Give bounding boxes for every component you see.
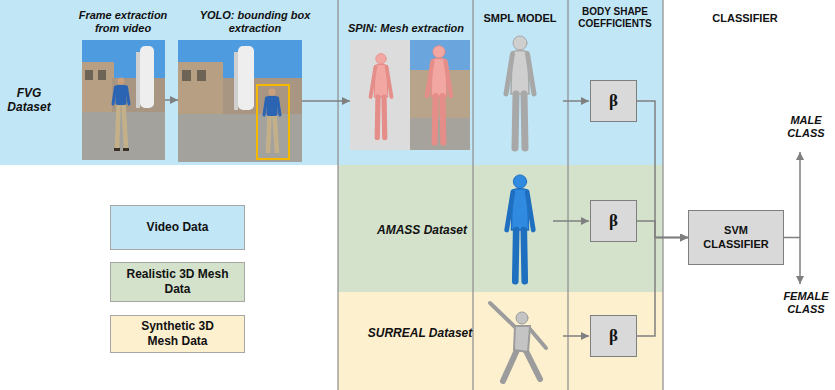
legend-text: Synthetic 3D Mesh Data [125, 319, 230, 349]
legend-text: Realistic 3D Mesh Data [125, 267, 230, 297]
dataset-band: SURREAL Dataset β [338, 292, 663, 390]
band-fill [0, 0, 663, 165]
panel-heading: SPIN: Mesh extraction [343, 22, 469, 35]
photo-building [178, 62, 223, 114]
class-label: FEMALE CLASS [781, 290, 831, 316]
band-fill [338, 165, 663, 292]
output-arrow [799, 152, 801, 284]
flow-connector [637, 221, 688, 238]
band-title: FVG Dataset [4, 86, 54, 115]
photo-window [85, 70, 93, 80]
column-separator [662, 0, 663, 390]
legend-swatch: Realistic 3D Mesh Data [110, 262, 245, 302]
mesh-background [410, 40, 470, 150]
mesh-panel [350, 40, 470, 150]
photo-tank [234, 52, 238, 110]
figure-arm [529, 328, 546, 348]
coefficient-box: β [590, 200, 637, 242]
figure-arm [490, 303, 516, 328]
column-separators [338, 0, 663, 390]
smpl-posed-figure [490, 303, 546, 381]
photo-window [182, 70, 191, 81]
smpl-figure [507, 175, 534, 281]
column-header: CLASSIFIER [685, 12, 805, 25]
photo-ground [178, 40, 302, 162]
figure-torso [514, 326, 530, 352]
photo-building [82, 62, 114, 112]
photo-window [98, 70, 106, 80]
person-leg [124, 105, 127, 148]
person-shirt [116, 85, 127, 105]
smpl-figure [506, 36, 534, 148]
mesh-arrow [563, 100, 589, 102]
class-label: MALE CLASS [781, 114, 831, 140]
figure-leg [503, 350, 517, 381]
panel-heading: YOLO: bounding box extraction [177, 9, 333, 35]
photo-tank [238, 46, 254, 110]
label-holder: BODY SHAPE COEFFICIENTS [569, 6, 662, 30]
front-mesh [427, 46, 451, 143]
person-leg [117, 105, 119, 148]
person-arm [113, 87, 116, 104]
person-head [269, 89, 276, 96]
coefficient-box: β [590, 315, 637, 357]
legend-swatch: Synthetic 3D Mesh Data [110, 315, 245, 353]
figure-leg [526, 351, 540, 379]
column-separator [337, 0, 338, 390]
label-holder: SMPL MODEL [475, 12, 565, 25]
image-panel: SPIN: Mesh extraction [350, 40, 470, 150]
person-arm [278, 98, 281, 115]
label-holder: CLASSIFIER [685, 12, 805, 25]
legend-swatch: Video Data [110, 205, 245, 250]
bounding-box [257, 85, 289, 159]
beta-symbol: β [609, 92, 618, 111]
photo-tank [140, 46, 154, 108]
coefficient-box: β [590, 80, 637, 122]
classifier-label: SVM CLASSIFIER [696, 224, 776, 252]
person-shoe [123, 148, 129, 151]
band-title: SURREAL Dataset [365, 326, 475, 340]
flow-connector [637, 101, 688, 238]
column-header: BODY SHAPE COEFFICIENTS [569, 6, 662, 30]
detection-photo [178, 40, 302, 162]
person-arm [264, 98, 267, 115]
flow-connector [302, 100, 350, 102]
person-arm [127, 87, 130, 104]
figure-head [516, 312, 528, 324]
person-leg [275, 116, 278, 153]
person-leg [268, 116, 270, 153]
band-title: AMASS Dataset [372, 223, 472, 237]
mesh-arrow [553, 220, 589, 222]
photo-ground [82, 40, 165, 160]
image-panel: Frame extraction from video [82, 40, 165, 160]
label-holder: FEMALE CLASS [781, 290, 831, 316]
person-shoe [114, 148, 120, 151]
legend-text: Video Data [147, 220, 209, 235]
photo-tank [136, 52, 140, 108]
mesh-arrows [553, 101, 589, 336]
mesh-arrow [563, 335, 589, 337]
band-fill [338, 292, 663, 390]
image-panel: YOLO: bounding box extraction [178, 40, 302, 162]
beta-symbol: β [609, 327, 618, 346]
column-separator [567, 0, 568, 390]
flow-connector [637, 238, 688, 337]
classifier-box: SVM CLASSIFIER [688, 210, 784, 265]
band-fills [0, 0, 663, 390]
person-shirt [267, 96, 278, 116]
flow-connector [165, 99, 178, 101]
mesh-background [350, 40, 410, 150]
photo-window [197, 70, 206, 81]
side-mesh [371, 54, 392, 138]
video-frame-photo [82, 40, 165, 160]
dataset-band: AMASS Dataset β [338, 165, 663, 292]
beta-symbol: β [609, 212, 618, 231]
person-head [118, 78, 125, 85]
panel-heading: Frame extraction from video [73, 9, 173, 35]
column-separator [472, 0, 473, 390]
column-header: SMPL MODEL [475, 12, 565, 25]
dataset-band: FVG DatasetFrame extraction from videoYO… [0, 0, 663, 165]
label-holder: MALE CLASS [781, 114, 831, 140]
